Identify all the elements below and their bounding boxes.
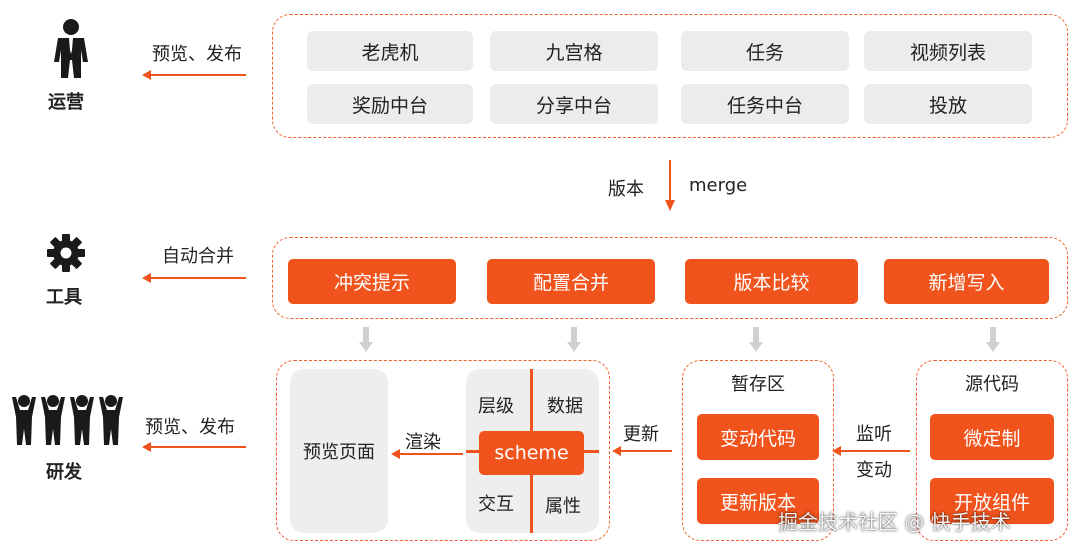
- ops-item-2[interactable]: 任务: [681, 31, 849, 71]
- ops-item-1[interactable]: 九宫格: [490, 31, 658, 71]
- merge-right-label: merge: [689, 175, 748, 196]
- ops-panel: [272, 14, 1068, 138]
- scheme-top-right: 数据: [547, 396, 583, 417]
- ops-item-3[interactable]: 视频列表: [864, 31, 1032, 71]
- watermark: 掘金技术社区 @ 快手技术: [778, 510, 1011, 534]
- role-ops-label: 运营: [48, 92, 84, 113]
- person-icon: [54, 19, 88, 78]
- ops-item-5[interactable]: 分享中台: [490, 84, 658, 124]
- ops-item-4[interactable]: 奖励中台: [307, 84, 473, 124]
- down-arrow-4: [986, 327, 1000, 352]
- dev-action-label: 预览、发布: [145, 417, 235, 438]
- merge-left-label: 版本: [608, 179, 644, 200]
- scheme-bottom-left: 交互: [478, 494, 514, 515]
- tools-arrow: [150, 277, 246, 279]
- role-dev-label: 研发: [46, 462, 82, 483]
- tools-action-label: 自动合并: [162, 246, 234, 267]
- render-label: 渲染: [405, 432, 441, 453]
- tools-panel: [272, 237, 1068, 319]
- ops-arrow-head: [142, 70, 151, 80]
- gear-icon: [47, 234, 85, 272]
- scheme-center[interactable]: scheme: [479, 431, 584, 475]
- role-tools-label: 工具: [46, 287, 82, 308]
- down-arrow-3: [749, 327, 763, 352]
- down-arrow-1: [359, 327, 373, 352]
- dev-arrow: [150, 446, 246, 448]
- update-arrow: [620, 450, 672, 452]
- dev-panel: [276, 360, 610, 541]
- listen-arrow: [840, 450, 910, 452]
- staging-title: 暂存区: [731, 374, 785, 395]
- team-icon: [12, 395, 123, 445]
- source-title: 源代码: [965, 374, 1019, 395]
- listen-label: 监听: [856, 424, 892, 445]
- change-label: 变动: [856, 460, 892, 481]
- update-arrow-head: [612, 446, 621, 456]
- render-arrow-head: [391, 449, 400, 459]
- ops-arrow: [150, 74, 246, 76]
- tool-item-2[interactable]: 版本比较: [685, 259, 858, 304]
- tool-item-3[interactable]: 新增写入: [884, 259, 1049, 304]
- source-item-1[interactable]: 开放组件: [930, 478, 1054, 524]
- down-arrow-2: [567, 327, 581, 352]
- source-item-0[interactable]: 微定制: [930, 414, 1054, 460]
- scheme-top-left: 层级: [478, 396, 514, 417]
- staging-item-1[interactable]: 更新版本: [697, 478, 819, 524]
- tools-arrow-head: [142, 273, 151, 283]
- ops-item-7[interactable]: 投放: [864, 84, 1032, 124]
- ops-item-6[interactable]: 任务中台: [681, 84, 849, 124]
- dev-arrow-head: [142, 442, 151, 452]
- preview-page-box[interactable]: 预览页面: [290, 369, 388, 533]
- ops-item-0[interactable]: 老虎机: [307, 31, 473, 71]
- update-label: 更新: [623, 424, 659, 445]
- source-panel: [916, 360, 1068, 541]
- ops-action-label: 预览、发布: [152, 44, 242, 65]
- merge-arrow: [665, 160, 675, 211]
- staging-item-0[interactable]: 变动代码: [697, 414, 819, 460]
- listen-arrow-head: [832, 446, 841, 456]
- render-arrow: [399, 453, 463, 455]
- tool-item-0[interactable]: 冲突提示: [288, 259, 456, 304]
- preview-page-label: 预览页面: [303, 442, 375, 463]
- scheme-bottom-right: 属性: [545, 496, 581, 517]
- tool-item-1[interactable]: 配置合并: [487, 259, 655, 304]
